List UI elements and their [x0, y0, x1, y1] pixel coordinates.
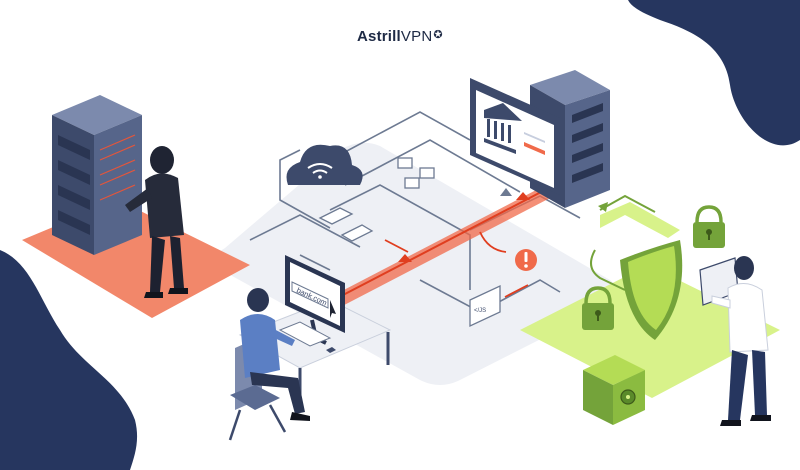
hacker-figure: [125, 146, 188, 298]
bank-window: [470, 78, 560, 195]
warning-arrow: [479, 231, 507, 253]
safe-icon: [583, 355, 645, 425]
hacker-server-rack: [52, 95, 142, 255]
code-window-label: </JS: [474, 308, 486, 314]
arrow-icon: [398, 254, 412, 262]
brand-name-regular: VPN: [400, 28, 433, 45]
keyboard: [278, 321, 332, 347]
admin-figure: [699, 256, 771, 426]
attack-beam: [315, 188, 550, 315]
brand-name-bold: Astrill: [357, 28, 401, 45]
secure-link-arrow: [590, 249, 626, 291]
arrow-icon: [500, 188, 512, 196]
user-figure: [228, 288, 310, 441]
code-window: </JS: [469, 284, 501, 328]
cloud-wifi-icon: [286, 144, 363, 185]
alert-arrow-mid: [384, 239, 409, 253]
computer-monitor: bank.com: [285, 255, 345, 345]
network-nodes: [318, 157, 435, 242]
mouse: [326, 347, 336, 353]
padlock-icon: [582, 286, 614, 330]
bank-icon: [484, 103, 522, 154]
shield-icon: [620, 240, 683, 340]
secure-flow-arrow: [599, 194, 656, 213]
brand-logo: AstrillVPN✪: [357, 28, 443, 45]
navy-blob-top-right: [628, 0, 800, 146]
warning-icon: [515, 249, 537, 271]
arrow-icon: [516, 192, 530, 200]
secure-path: [600, 202, 680, 238]
brand-mark-icon: ✪: [433, 29, 443, 41]
attack-beam-core: [317, 190, 544, 309]
alert-arrow-left: [504, 284, 529, 298]
arrow-icon: [598, 202, 608, 212]
cursor-icon: [330, 300, 336, 318]
navy-blob-bottom-left: [0, 250, 138, 470]
padlock-icon: [693, 205, 725, 248]
